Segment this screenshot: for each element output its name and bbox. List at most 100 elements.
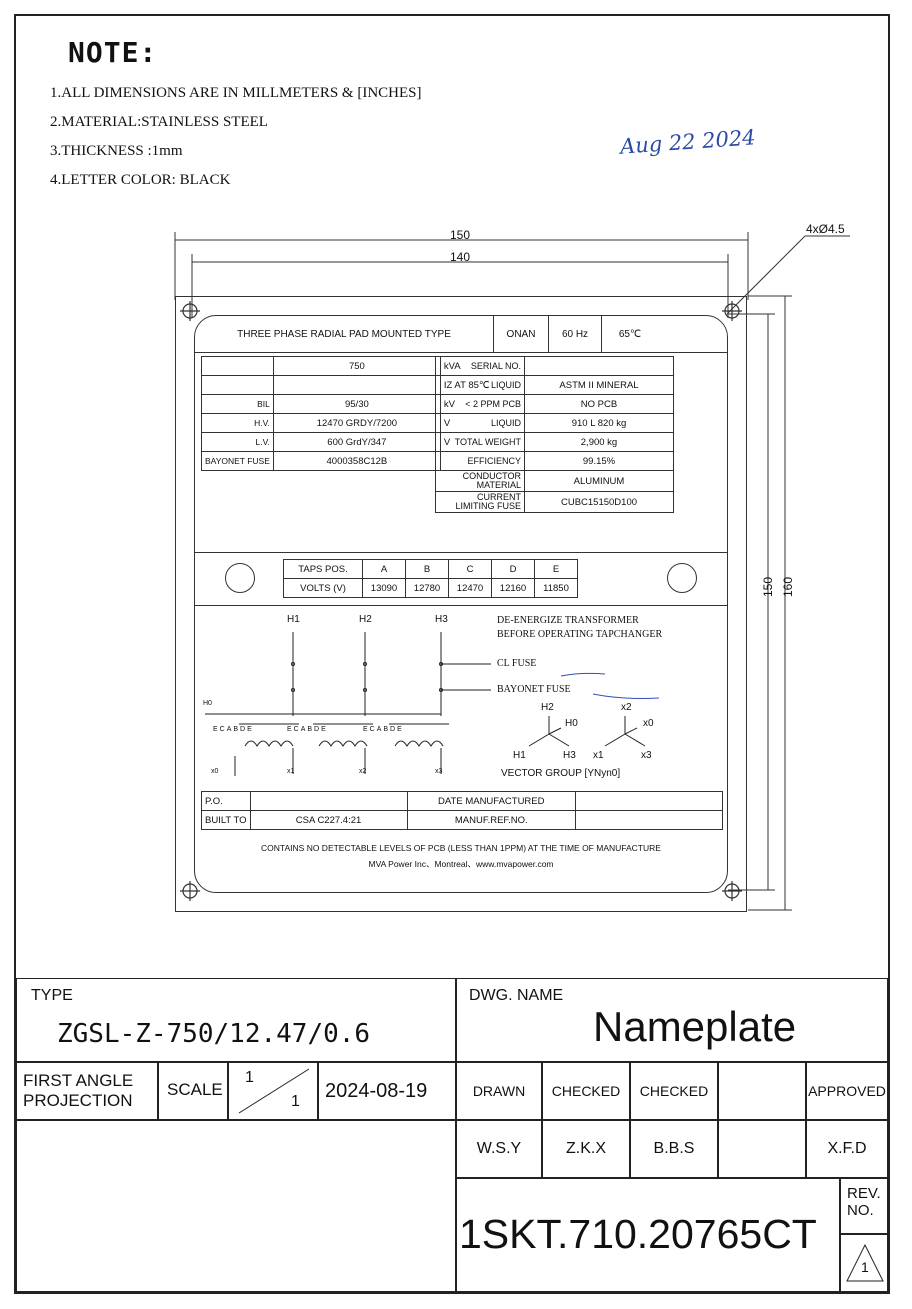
right-row-value bbox=[524, 356, 674, 376]
drawing-date: 2024-08-19 bbox=[325, 1080, 428, 1102]
tap-voltage: 12160 bbox=[491, 578, 535, 598]
diagram-tap-letters-2: ECABDE bbox=[287, 726, 328, 733]
right-row-value: CUBC15150D100 bbox=[524, 491, 674, 513]
tap-voltage: 13090 bbox=[362, 578, 406, 598]
right-row-label: < 2 PPM PCB bbox=[435, 394, 525, 414]
built-to-label: BUILT TO bbox=[201, 810, 251, 830]
tap-position: C bbox=[448, 559, 492, 579]
approval-role: CHECKED bbox=[630, 1062, 718, 1120]
tap-position: D bbox=[491, 559, 535, 579]
warning-line-2: BEFORE OPERATING TAPCHANGER bbox=[497, 629, 663, 640]
approval-name: B.B.S bbox=[630, 1120, 718, 1178]
approval-role: DRAWN bbox=[456, 1062, 542, 1120]
note-line-3: 3.THICKNESS :1mm bbox=[50, 143, 183, 159]
dim-outer-width: 150 bbox=[450, 228, 471, 242]
warning-line-1: DE-ENERGIZE TRANSFORMER bbox=[497, 615, 639, 626]
vector-x2: x2 bbox=[621, 702, 632, 713]
right-row-value: 99.15% bbox=[524, 451, 674, 471]
dwg-name-label: DWG. NAME bbox=[469, 987, 564, 1004]
doc-number-cell: 1SKT.710.20765CT bbox=[456, 1178, 840, 1292]
scale-value-cell: 1 1 bbox=[228, 1062, 318, 1120]
notes-title: NOTE: bbox=[68, 36, 158, 69]
note-line-1: 1.ALL DIMENSIONS ARE IN MILLMETERS & [IN… bbox=[50, 85, 422, 101]
tap-position: B bbox=[405, 559, 449, 579]
vector-h2: H2 bbox=[541, 702, 554, 713]
approval-name: Z.K.X bbox=[542, 1120, 630, 1178]
title-block: TYPE ZGSL-Z-750/12.47/0.6 DWG. NAME Name… bbox=[16, 978, 888, 1292]
diagram-h2: H2 bbox=[359, 614, 372, 625]
note-line-4: 4.LETTER COLOR: BLACK bbox=[50, 172, 231, 188]
left-row-label bbox=[201, 356, 274, 376]
doc-number: 1SKT.710.20765CT bbox=[459, 1211, 817, 1257]
vector-h1: H1 bbox=[513, 750, 526, 761]
bayonet-fuse-label: BAYONET FUSE bbox=[497, 684, 571, 695]
left-row-label: BIL bbox=[201, 394, 274, 414]
plate-footer: CONTAINS NO DETECTABLE LEVELS OF PCB (LE… bbox=[195, 840, 727, 872]
date-cell: 2024-08-19 bbox=[318, 1062, 456, 1120]
rev-triangle bbox=[846, 1243, 884, 1282]
dim-outer-height: 160 bbox=[781, 576, 796, 598]
diagram-warning: DE-ENERGIZE TRANSFORMER BEFORE OPERATING… bbox=[497, 614, 662, 642]
left-row-label: BAYONET FUSE bbox=[201, 451, 274, 471]
plate-cooling: ONAN bbox=[493, 316, 548, 352]
left-row-value: 12470 GRDY/7200 bbox=[272, 413, 441, 433]
tap-position: E bbox=[534, 559, 578, 579]
scale-numerator: 1 bbox=[245, 1069, 254, 1086]
diagram-tap-letters-1: ECABDE bbox=[213, 726, 254, 733]
vector-x3: x3 bbox=[641, 750, 652, 761]
manuf-ref-value bbox=[575, 810, 723, 830]
projection-label: FIRST ANGLE PROJECTION bbox=[23, 1071, 134, 1110]
wiring-diagram bbox=[205, 632, 660, 776]
drawing-frame bbox=[14, 14, 890, 1294]
mounting-holes bbox=[180, 301, 742, 901]
plate-bottom-table: P.O. DATE MANUFACTURED BUILT TO CSA C227… bbox=[201, 791, 723, 830]
approval-role bbox=[718, 1062, 806, 1120]
diagram-tap-letters-3: ECABDE bbox=[363, 726, 404, 733]
dim-holes: 4xØ4.5 bbox=[806, 222, 845, 236]
approval-role: APPROVED bbox=[806, 1062, 888, 1120]
diagram-x2: x2 bbox=[359, 768, 367, 775]
vector-h0: H0 bbox=[565, 718, 578, 729]
diagram-h0: H0 bbox=[203, 700, 212, 707]
right-row-label: TOTAL WEIGHT bbox=[435, 432, 525, 452]
tap-voltage: 12780 bbox=[405, 578, 449, 598]
right-row-label: LIQUID bbox=[435, 413, 525, 433]
approval-name bbox=[718, 1120, 806, 1178]
cl-fuse-label: CL FUSE bbox=[497, 658, 537, 669]
type-cell: TYPE ZGSL-Z-750/12.47/0.6 bbox=[16, 978, 456, 1062]
dim-hole-height: 150 bbox=[761, 576, 776, 598]
left-row-label: L.V. bbox=[201, 432, 274, 452]
plate-footer-pcb: CONTAINS NO DETECTABLE LEVELS OF PCB (LE… bbox=[261, 843, 661, 853]
right-row-value: 2,900 kg bbox=[524, 432, 674, 452]
rev-label-cell: REV. NO. bbox=[840, 1178, 888, 1234]
vector-group: VECTOR GROUP [YNyn0] bbox=[501, 768, 621, 779]
diagram-x0: x0 bbox=[211, 768, 219, 775]
left-row-value: 4000358C12B bbox=[272, 451, 441, 471]
type-label: TYPE bbox=[31, 987, 73, 1004]
approval-role: CHECKED bbox=[542, 1062, 630, 1120]
dwg-name-value: Nameplate bbox=[593, 1003, 797, 1050]
plate-footer-company: MVA Power Inc、Montreal、www.mvapower.com bbox=[368, 859, 554, 869]
taps-pos-label: TAPS POS. bbox=[283, 559, 363, 579]
scale-denominator: 1 bbox=[291, 1093, 300, 1110]
blank-cell bbox=[16, 1120, 456, 1292]
left-row-value: 750 bbox=[272, 356, 441, 376]
plate-header: THREE PHASE RADIAL PAD MOUNTED TYPE ONAN… bbox=[195, 316, 727, 353]
approval-name: X.F.D bbox=[806, 1120, 888, 1178]
vector-x0: x0 bbox=[643, 718, 654, 729]
right-row-label: SERIAL NO. bbox=[435, 356, 525, 376]
right-row-label: CONDUCTOR MATERIAL bbox=[435, 470, 525, 492]
right-row-label: LIQUID bbox=[435, 375, 525, 395]
right-row-value: NO PCB bbox=[524, 394, 674, 414]
left-row-value bbox=[272, 375, 441, 395]
date-manufactured-label: DATE MANUFACTURED bbox=[406, 791, 577, 811]
